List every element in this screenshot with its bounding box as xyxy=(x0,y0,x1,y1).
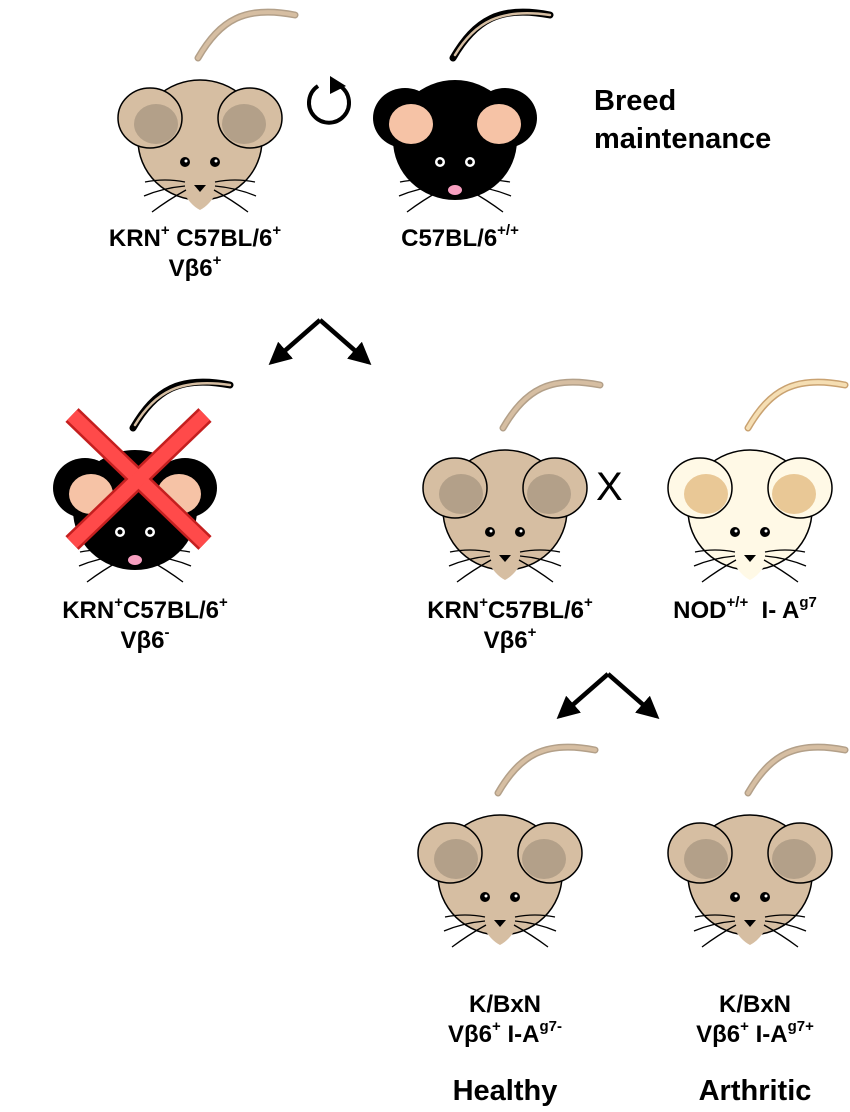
label-kbxn-arthritic: K/BxN Vβ6+ I-Ag7+ xyxy=(660,990,850,1050)
breed-title-line1: Breed xyxy=(594,82,771,120)
split-arrows-icon xyxy=(272,320,368,362)
cross-symbol: X xyxy=(596,465,623,510)
mouse-krn-b6-top xyxy=(118,12,295,212)
label-b6-wt: C57BL/6+/+ xyxy=(360,224,560,254)
label-krn-b6-pos: KRN+C57BL/6+ Vβ6+ xyxy=(385,596,635,656)
label-nod: NOD+/+ I- Ag7 xyxy=(650,596,840,626)
status-arthritic: Arthritic xyxy=(660,1075,850,1107)
mouse-nod xyxy=(668,382,845,582)
split-arrows-icon-2 xyxy=(560,674,656,716)
cycle-arrow-icon xyxy=(309,76,349,123)
breed-title-line2: maintenance xyxy=(594,120,771,158)
label-kbxn-healthy: K/BxN Vβ6+ I-Ag7- xyxy=(410,990,600,1050)
mouse-kbxn-arthritic xyxy=(668,747,845,947)
breed-title: Breed maintenance xyxy=(594,82,771,158)
label-krn-b6-neg: KRN+C57BL/6+ Vβ6- xyxy=(20,596,270,656)
status-healthy: Healthy xyxy=(410,1075,600,1107)
mouse-krn-b6-pos xyxy=(423,382,600,582)
mouse-kbxn-healthy xyxy=(418,747,595,947)
label-krn-b6-top: KRN+ C57BL/6+ Vβ6+ xyxy=(70,224,320,284)
mouse-b6-wt xyxy=(373,12,550,212)
